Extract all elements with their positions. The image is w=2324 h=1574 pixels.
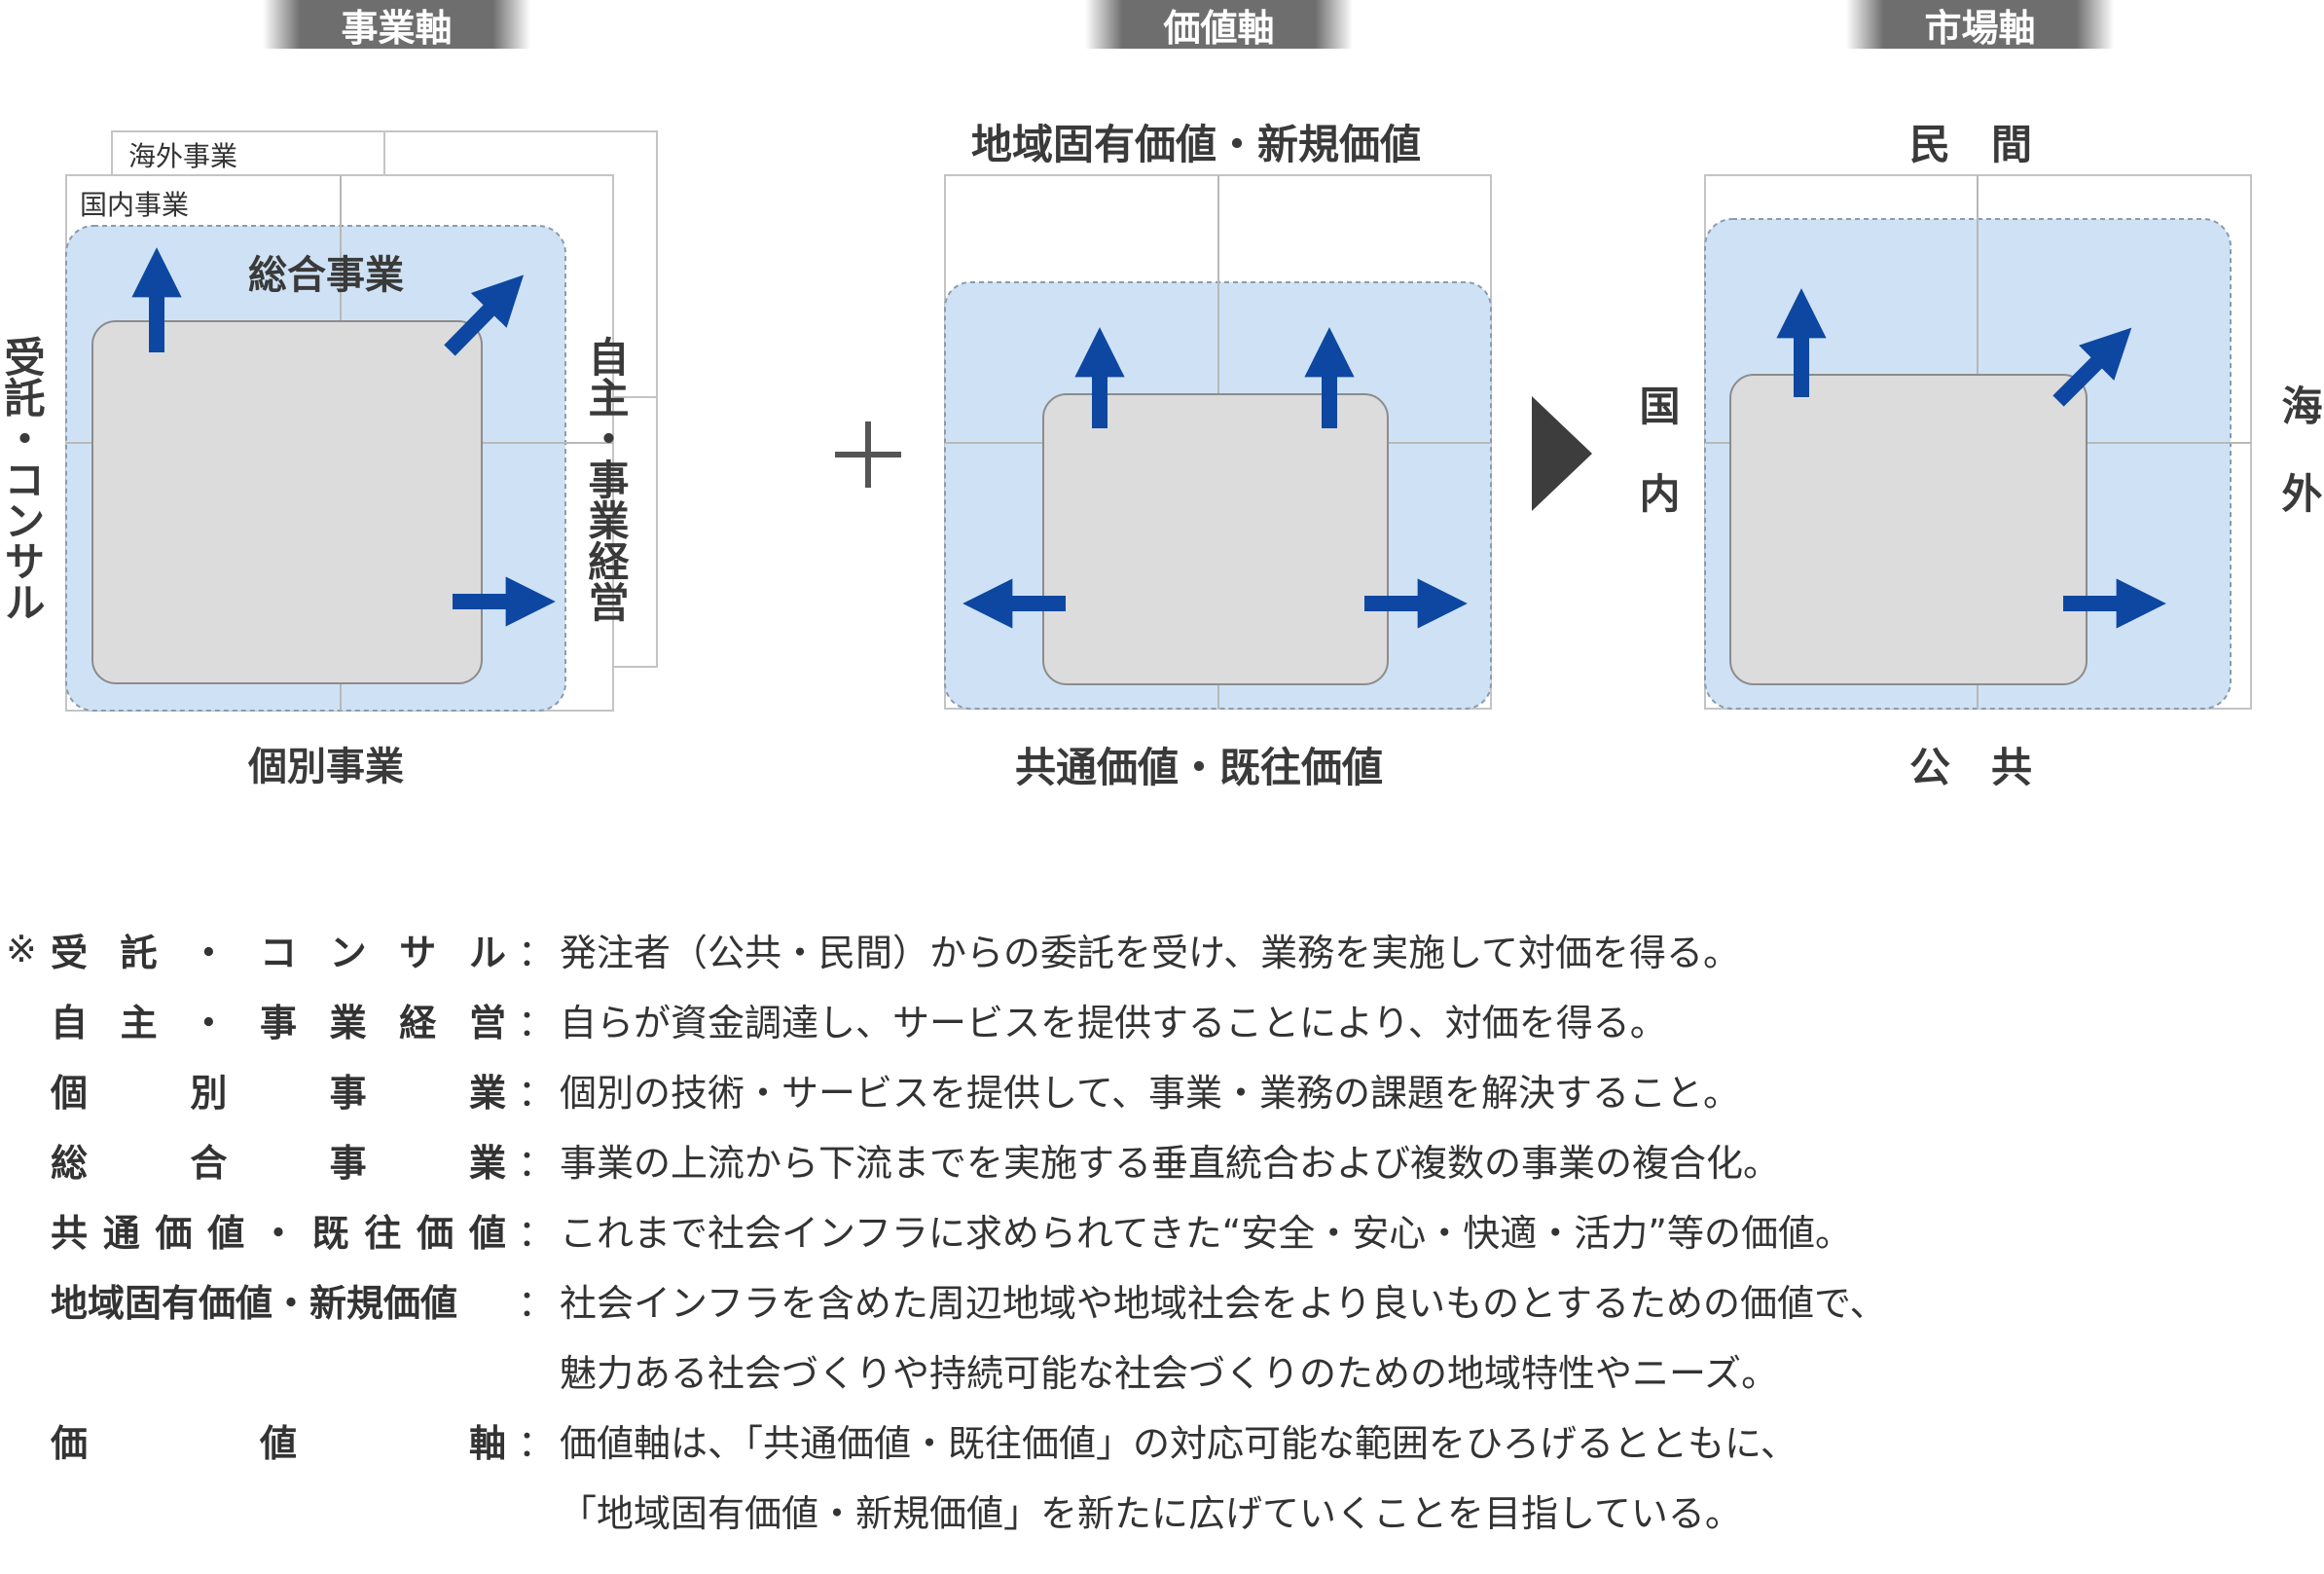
glossary-description: 発注者（公共・民間）からの委託を受け、業務を実施して対価を得る。 bbox=[560, 931, 1740, 974]
business-diagram bbox=[65, 130, 658, 712]
arrow-up-right bbox=[2052, 327, 2132, 407]
glossary-colon: ： bbox=[518, 1281, 556, 1325]
glossary-term: 地域固有価値・新規価値 bbox=[51, 1281, 458, 1325]
glossary-description: 魅力ある社会づくりや持続可能な社会づくりのための地域特性やニーズ。 bbox=[560, 1351, 1779, 1395]
glossary-description: 個別の技術・サービスを提供して、事業・業務の課題を解決すること。 bbox=[560, 1071, 1740, 1115]
glossary-colon: ： bbox=[518, 1071, 556, 1115]
value-diagram bbox=[944, 174, 1492, 710]
glossary-description: 「地域固有価値・新規価値」を新たに広げていくことを目指している。 bbox=[560, 1491, 1742, 1535]
private-sector-label: 民 間 bbox=[1909, 121, 2033, 168]
glossary-colon: ： bbox=[518, 1141, 556, 1185]
glossary-colon: ： bbox=[518, 1211, 556, 1255]
arrow-up-right bbox=[444, 275, 525, 356]
glossary-description: 価値軸は、「共通価値・既往価値」の対応可能な範囲をひろげるとともに、 bbox=[560, 1421, 1797, 1465]
overseas-business-label: 海外事業 bbox=[128, 140, 238, 172]
glossary-colon: ： bbox=[518, 931, 556, 974]
arrow-triangle-icon bbox=[1532, 396, 1592, 511]
glossary-colon: ： bbox=[518, 1001, 556, 1044]
glossary-description: 事業の上流から下流までを実施する垂直統合および複数の事業の複合化。 bbox=[560, 1141, 1781, 1185]
domestic-business-label: 国内事業 bbox=[80, 189, 190, 221]
comprehensive-business-label: 総合事業 bbox=[248, 253, 404, 298]
market-diagram bbox=[1704, 174, 2252, 710]
self-management-label: 自主・事業経営 bbox=[582, 336, 630, 622]
glossary-term: 個別事業 bbox=[51, 1071, 506, 1115]
glossary-term: 自主・事業経営 bbox=[51, 1001, 506, 1044]
glossary-colon: ： bbox=[518, 1421, 556, 1465]
glossary-term: 価値軸 bbox=[51, 1421, 506, 1465]
regional-new-value-label: 地域固有価値・新規価値 bbox=[971, 121, 1422, 168]
public-sector-label: 公 共 bbox=[1909, 744, 2033, 791]
market-axis-header: 市場軸 bbox=[1846, 0, 2114, 50]
overseas-label: 海外 bbox=[2275, 384, 2323, 560]
value-axis-header: 価値軸 bbox=[1085, 0, 1353, 50]
consulting-label: 受託・コンサル bbox=[0, 336, 46, 622]
glossary-term: 共通価値・既往価値 bbox=[51, 1211, 506, 1255]
glossary-description: 自らが資金調達し、サービスを提供することにより、対価を得る。 bbox=[560, 1001, 1667, 1044]
domestic-label: 国内 bbox=[1633, 384, 1681, 560]
axis-diagrams bbox=[65, 130, 2252, 712]
glossary-term: 受託・コンサル bbox=[51, 931, 506, 974]
glossary-term: 総合事業 bbox=[51, 1141, 506, 1185]
business-axis-header: 事業軸 bbox=[263, 0, 530, 50]
glossary-description: これまで社会インフラに求められてきた“安全・安心・快適・活力”等の価値。 bbox=[560, 1211, 1852, 1255]
note-mark: ※ bbox=[6, 928, 37, 970]
common-existing-value-label: 共通価値・既往価値 bbox=[1015, 744, 1384, 791]
plus-icon bbox=[835, 421, 901, 488]
individual-business-label: 個別事業 bbox=[248, 745, 404, 789]
glossary-description: 社会インフラを含めた周辺地域や地域社会をより良いものとするための価値で、 bbox=[560, 1281, 1887, 1325]
